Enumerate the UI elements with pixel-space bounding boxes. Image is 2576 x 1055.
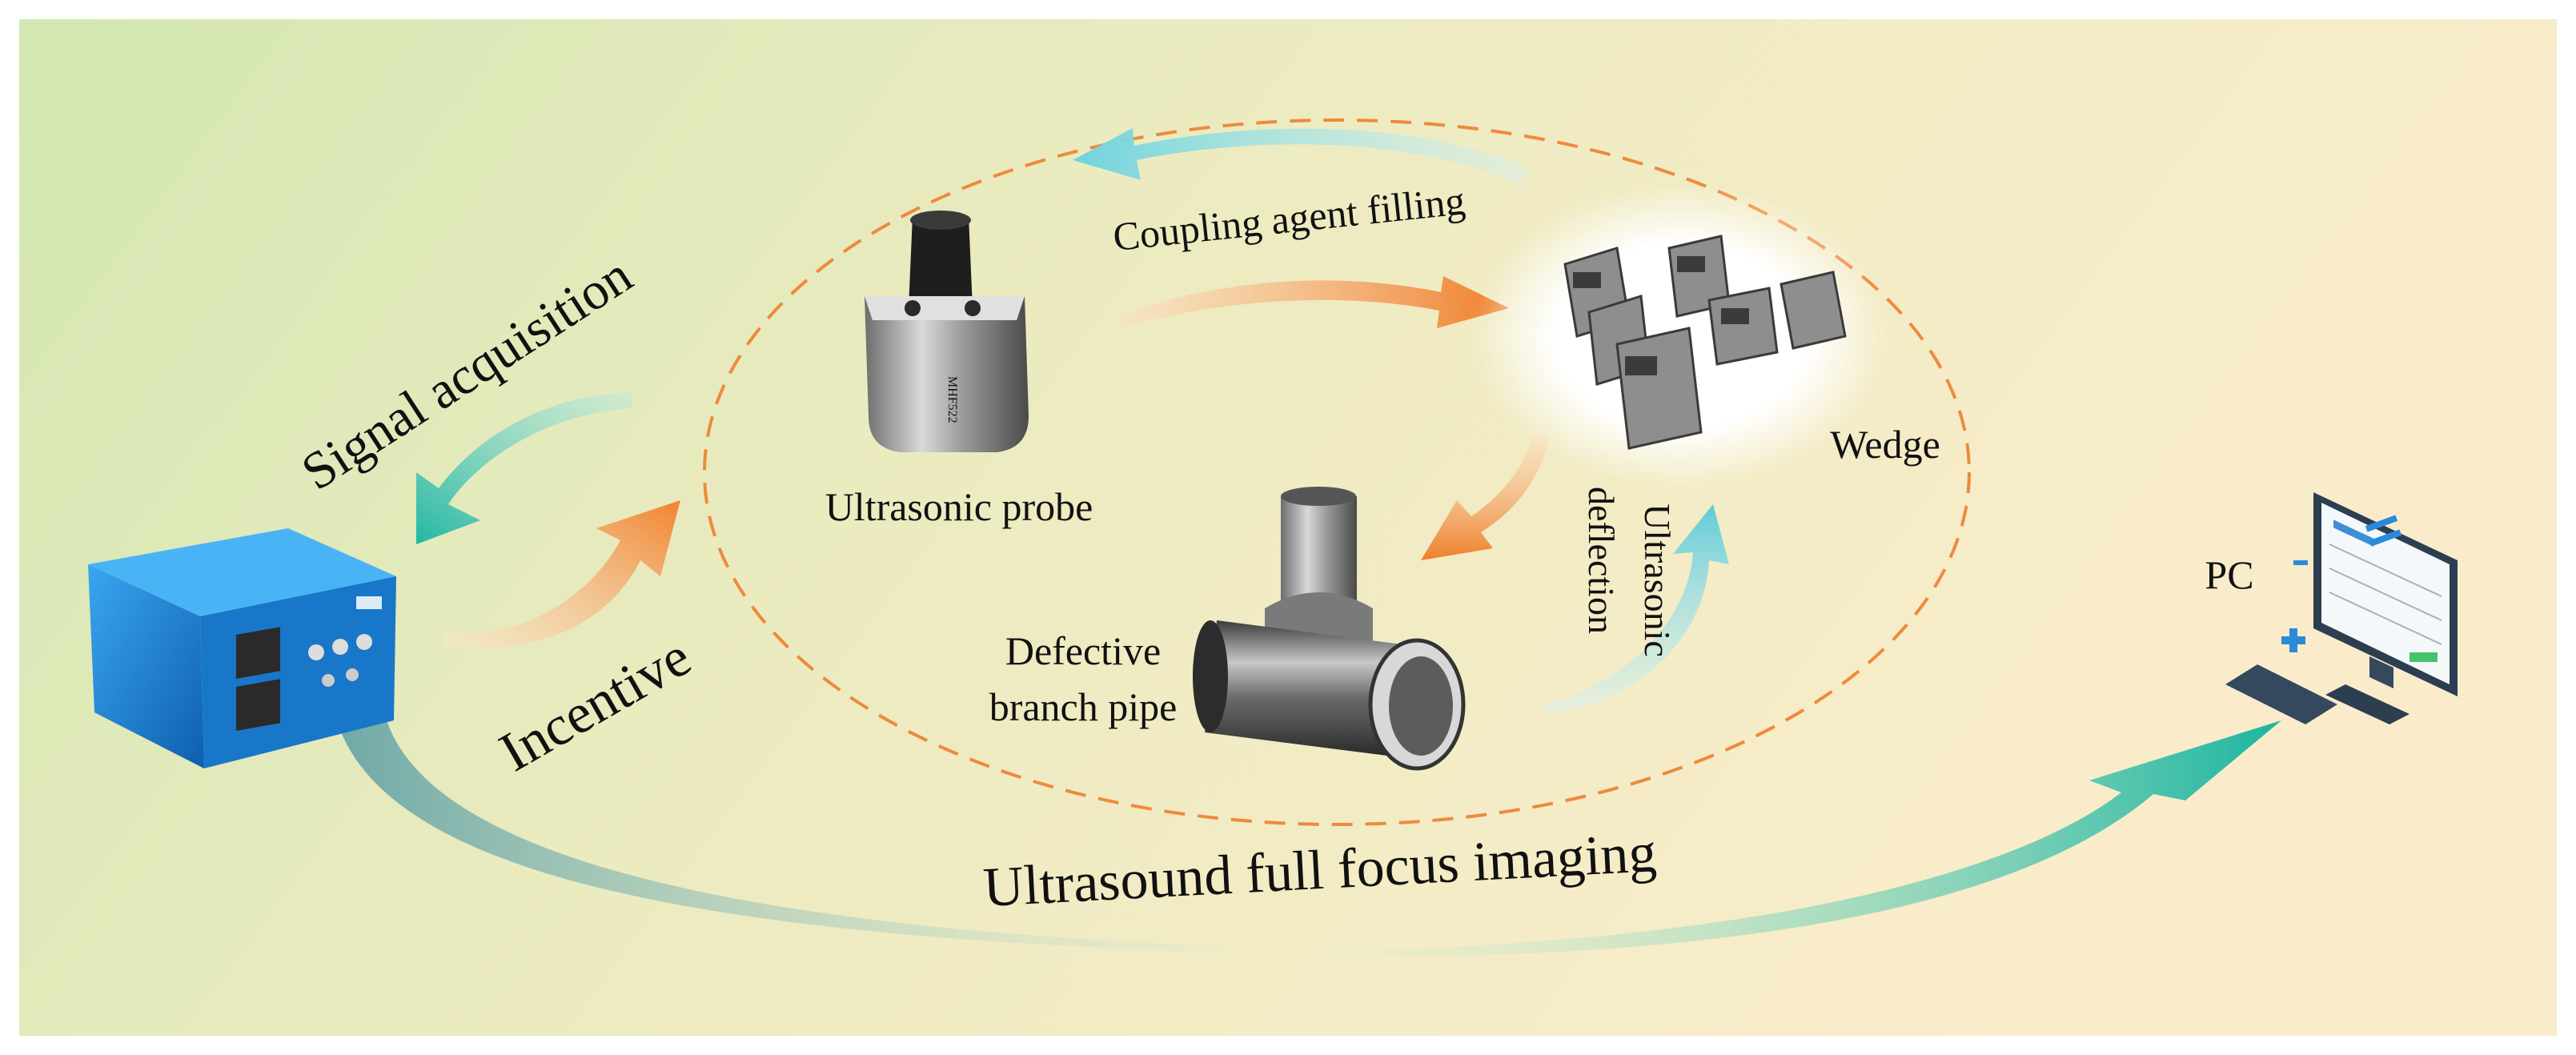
wedge-label: Wedge	[1830, 422, 1940, 467]
wedge-to-pipe-arrow	[1421, 432, 1549, 560]
imaging-arrow-right	[1313, 720, 2281, 958]
ultrasonic-probe-label: Ultrasonic probe	[825, 484, 1093, 529]
incentive-arrow	[444, 500, 680, 648]
acquisition-device-icon	[88, 528, 396, 768]
pc-label: PC	[2205, 552, 2253, 597]
svg-text:MHF522: MHF522	[945, 376, 959, 423]
ultrasonic-probe-icon: MHF522	[865, 211, 1029, 452]
signal-acquisition-arrow	[416, 392, 632, 544]
pc-monitor-icon	[2225, 492, 2458, 724]
pipe-label-line1: Defective	[1005, 628, 1161, 673]
deflection-label-line2: deflection	[1581, 487, 1622, 634]
branch-pipe-icon	[1193, 487, 1466, 771]
wedge-set-icon	[1473, 184, 1889, 488]
coupling-arrow	[1073, 128, 1529, 184]
deflection-label-line1: Ultrasonic	[1637, 503, 1678, 657]
probe-to-wedge-arrow	[1117, 276, 1509, 328]
process-cycle-ellipse	[703, 118, 1971, 826]
pipe-to-wedge-arrow	[1545, 504, 1729, 716]
pipe-label-line2: branch pipe	[989, 684, 1178, 729]
